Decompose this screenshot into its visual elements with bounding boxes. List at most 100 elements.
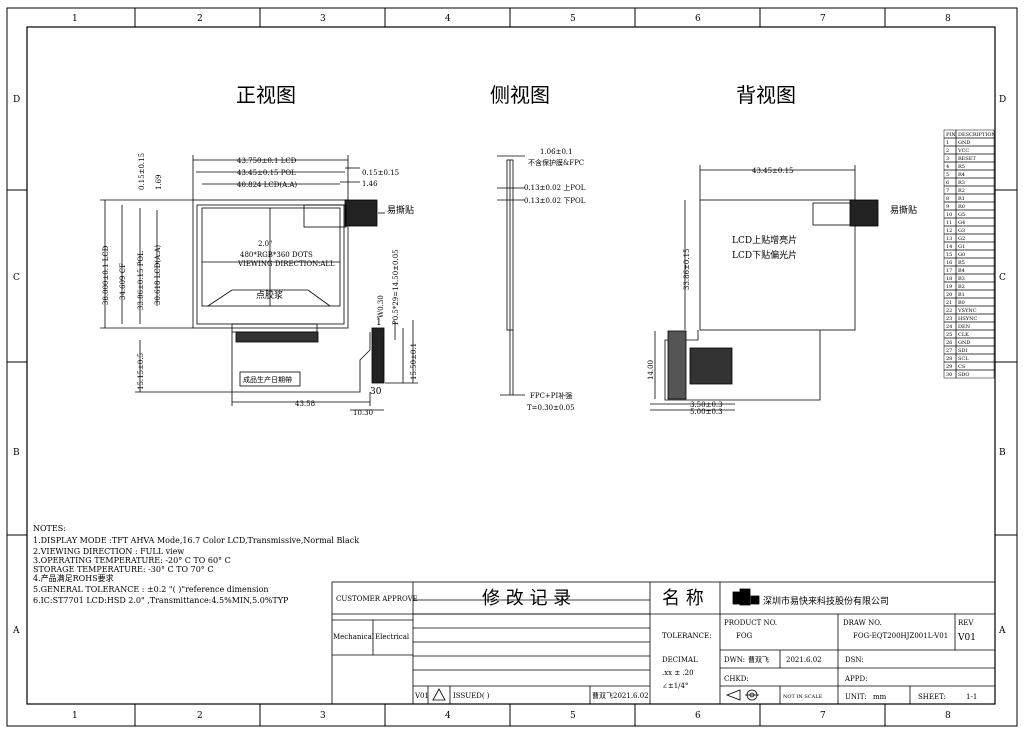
draw-no: FOG-EQT200HJZ001L-V01 (853, 632, 948, 640)
title-block (331, 581, 996, 705)
mechanical-label: Mechanical (333, 633, 375, 641)
col-3: 3 (320, 14, 326, 24)
pin-description: VCC (957, 148, 969, 154)
electrical-label: Electrical (375, 633, 410, 641)
pin-description: SCL (958, 356, 969, 362)
zone-columns: 1 2 3 4 5 6 7 8 1 2 3 4 5 6 7 8 (72, 8, 951, 726)
dim-cf-height: 34.609 CF (119, 263, 127, 300)
dim-pin-pitch: P0.5*29=14.50±0.05 (392, 249, 400, 325)
note-line: STORAGE TEMPERATURE: -30° C TO 70° C (33, 565, 213, 574)
back-view (650, 165, 879, 411)
dim-pol-offset: 0.15±0.15 (362, 169, 399, 177)
pin-number: 14 (946, 244, 952, 250)
rev-v01: V01 (414, 692, 429, 700)
pin-description: VSYNC (957, 308, 977, 314)
pin-description: G5 (958, 212, 965, 218)
pin-number: 12 (946, 228, 952, 234)
pin-description: HSYNC (958, 316, 977, 322)
glue-label: 点胶浆 (256, 289, 283, 301)
pin-number: 5 (946, 172, 949, 178)
row-C: C (13, 273, 20, 283)
pin-number: 28 (946, 356, 952, 362)
col-8: 8 (945, 14, 951, 24)
appd-label: APPD: (844, 675, 867, 683)
dim-pin-width: W0.30 (377, 295, 385, 318)
pin-number: 26 (946, 340, 952, 346)
col-2b: 2 (197, 711, 203, 721)
dim-top-pol: 0.13±0.02 上POL (524, 183, 586, 192)
decimal-xx: .xx ± .20 (662, 669, 694, 677)
pin-number: 27 (946, 348, 952, 354)
side-view-title: 侧视图 (490, 83, 550, 107)
pin-number: 18 (946, 276, 952, 282)
angle-tolerance: ∠±1/4° (662, 682, 689, 690)
pin-description: CS (958, 364, 966, 370)
dim-fpc-offset: 43.58 (295, 400, 315, 408)
sheet-value: 1-1 (966, 693, 977, 701)
pin-number: 15 (946, 252, 952, 258)
pin-description: R3 (958, 180, 965, 186)
dwn-name: 曹双飞 (748, 655, 769, 664)
pin-number: 21 (946, 300, 952, 306)
row-D: D (13, 95, 20, 105)
name-title: 名 称 (662, 588, 704, 609)
unit-label: UNIT: (845, 693, 867, 701)
pin-number: 7 (946, 188, 949, 194)
note-line: 1.DISPLAY MODE :TFT AHVA Mode,16.7 Color… (33, 536, 359, 545)
rev-label: REV (958, 619, 974, 627)
col-5b: 5 (570, 711, 576, 721)
dim-back-width: 43.45±0.15 (752, 167, 794, 175)
front-view-title: 正视图 (236, 83, 296, 107)
dim-pol-height: 33.86±0.15 POL (137, 251, 145, 310)
note-line: NOTES: (33, 524, 66, 533)
center-dots: 480*RGB*360 DOTS (240, 251, 313, 259)
side-view-labels: 1.06±0.1 不含保护膜&FPC 0.13±0.02 上POL 0.13±0… (524, 148, 586, 412)
dim-aa-height: 30.618 LCD(A.A) (154, 245, 162, 305)
tear-label-back: 易撕贴 (890, 204, 917, 216)
pin-description: R2 (958, 188, 965, 194)
pin-description: GND (958, 140, 970, 146)
pin-description: B5 (958, 260, 965, 266)
dim-back-height: 33.86±0.15 (683, 249, 691, 291)
col-3b: 3 (320, 711, 326, 721)
rev-value: V01 (957, 633, 976, 643)
pin-description: RESET (958, 156, 976, 162)
pin-number: 4 (946, 164, 949, 170)
chkd-label: CHKD: (724, 675, 749, 683)
pin-description: G4 (958, 220, 965, 226)
dsn-label: DSN: (845, 656, 864, 664)
dim-fpc-width: 10.30 (353, 409, 373, 417)
pin-description: B3 (958, 276, 965, 282)
sheet-label: SHEET: (918, 693, 946, 701)
not-in-scale: NOT IN SCALE (783, 694, 823, 700)
pin-number: 1 (946, 140, 949, 146)
product-no-label: PRODUCT NO. (724, 619, 777, 627)
dwn-label: DWN: (724, 656, 745, 664)
pin-number: 11 (946, 220, 952, 226)
notes: NOTES: 1.DISPLAY MODE :TFT AHVA Mode,16.… (33, 524, 359, 605)
dim-top-aa: 1.69 (155, 174, 163, 190)
pin-description: G3 (958, 228, 965, 234)
note-line: 3.OPERATING TEMPERATURE: -20° C TO 60° C (33, 556, 231, 565)
pin-number: 3 (946, 156, 949, 162)
dim-back-fpc-1: 3.50±0.3 (690, 401, 723, 409)
dim-lcd-width: 43.750±0.1 LCD (237, 157, 297, 165)
pin-description: CLK (958, 332, 969, 338)
pin-number: 19 (946, 284, 952, 290)
dim-bottom-pol: 0.13±0.02 下POL (524, 197, 586, 205)
pin-description: G1 (958, 244, 965, 250)
dim-thickness: 1.06±0.1 (540, 148, 573, 156)
tear-label-front: 易撕贴 (387, 204, 414, 216)
row-B-r: B (999, 448, 1006, 458)
pin-description: B4 (958, 268, 965, 274)
pin-number: 16 (946, 260, 952, 266)
pin-number: PIN (946, 132, 956, 138)
col-6: 6 (695, 14, 701, 24)
pin-30-label: 30 (370, 387, 382, 397)
title-block-text: CUSTOMER APPROVE Mechanical Electrical 修… (333, 588, 977, 701)
pin-number: 8 (946, 196, 949, 202)
back-view-title: 背视图 (736, 83, 796, 107)
pin-number: 6 (946, 180, 949, 186)
row-A: A (12, 626, 20, 636)
